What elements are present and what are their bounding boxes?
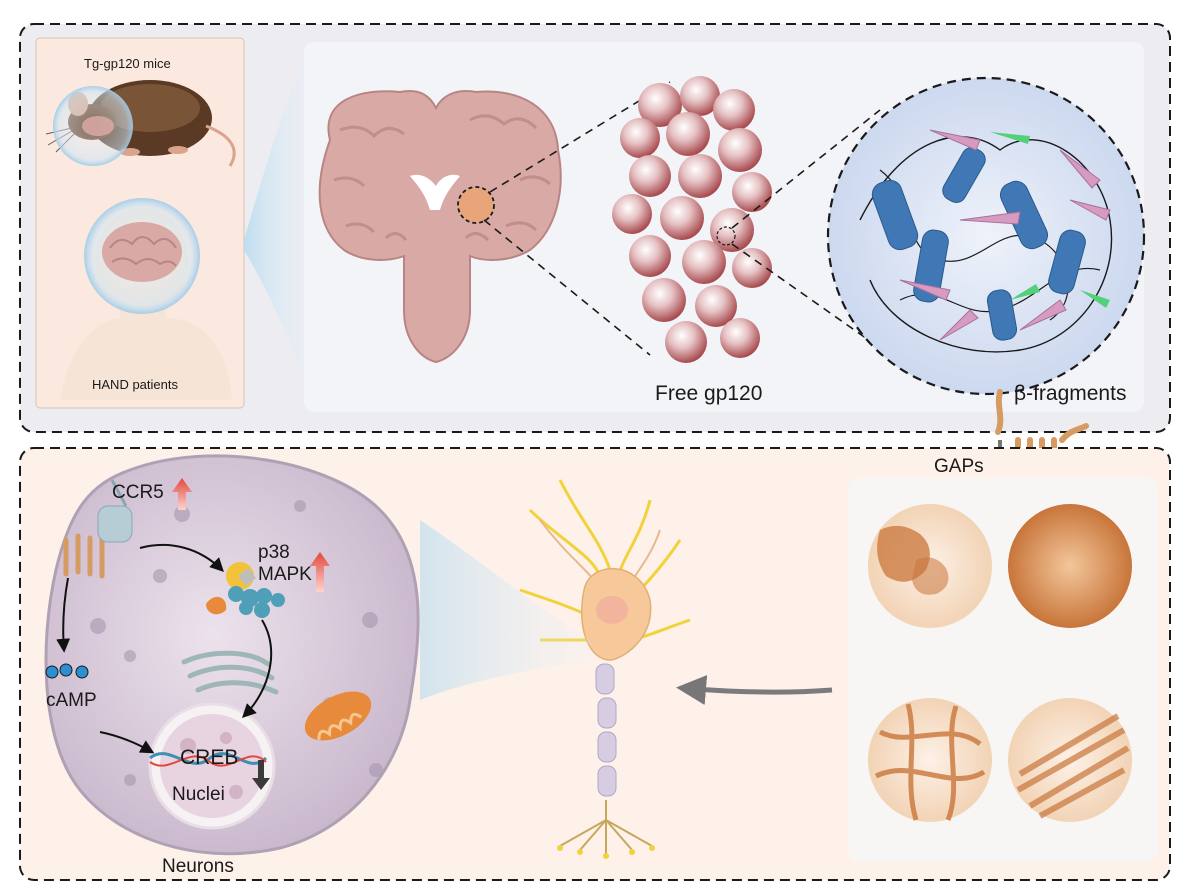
patient-illustration <box>60 198 232 400</box>
ccr5-receptor-icon <box>97 505 133 543</box>
creb-down-arrow <box>252 760 270 790</box>
patients-label: HAND patients <box>92 377 178 392</box>
fibril-images <box>868 504 1132 822</box>
camp-icon <box>45 663 89 679</box>
fibril-image-2 <box>1008 504 1132 628</box>
mouse-illustration <box>45 80 236 167</box>
gp120-structure <box>612 76 772 363</box>
p38-mapk-icon <box>206 562 285 618</box>
arrow-to-neuron <box>676 675 833 705</box>
p38-label: p38 <box>258 542 290 563</box>
receptor-icon <box>63 533 105 579</box>
protein-structure <box>826 76 1146 396</box>
neuron-cell <box>44 454 420 856</box>
p38-up-arrow <box>310 552 330 592</box>
neuron-illustration <box>519 479 691 859</box>
brain-section <box>318 90 562 364</box>
mitochondrion <box>304 691 372 741</box>
creb-label: CREB <box>180 746 239 769</box>
zoom-lines-gp120 <box>731 109 881 349</box>
mice-label: Tg-gp120 mice <box>84 56 171 71</box>
neuron-zoom-cone <box>420 520 590 700</box>
fragments-label: β-fragments <box>1014 382 1127 405</box>
pathway-arrows <box>56 544 273 754</box>
mapk-label: MAPK <box>258 564 312 585</box>
gp120-roi-circle <box>716 226 736 246</box>
zoom-cone <box>244 60 305 380</box>
free-gp120-label: Free gp120 <box>655 382 763 405</box>
fibril-image-3 <box>868 698 992 822</box>
neurons-label: Neurons <box>162 856 234 877</box>
brain-roi-circle <box>457 186 495 224</box>
gaps-label: GAPs <box>934 456 984 477</box>
camp-label: cAMP <box>46 690 97 711</box>
ccr5-up-arrow <box>172 478 192 510</box>
ccr5-label: CCR5 <box>112 482 164 503</box>
nuclei-label: Nuclei <box>172 784 225 805</box>
